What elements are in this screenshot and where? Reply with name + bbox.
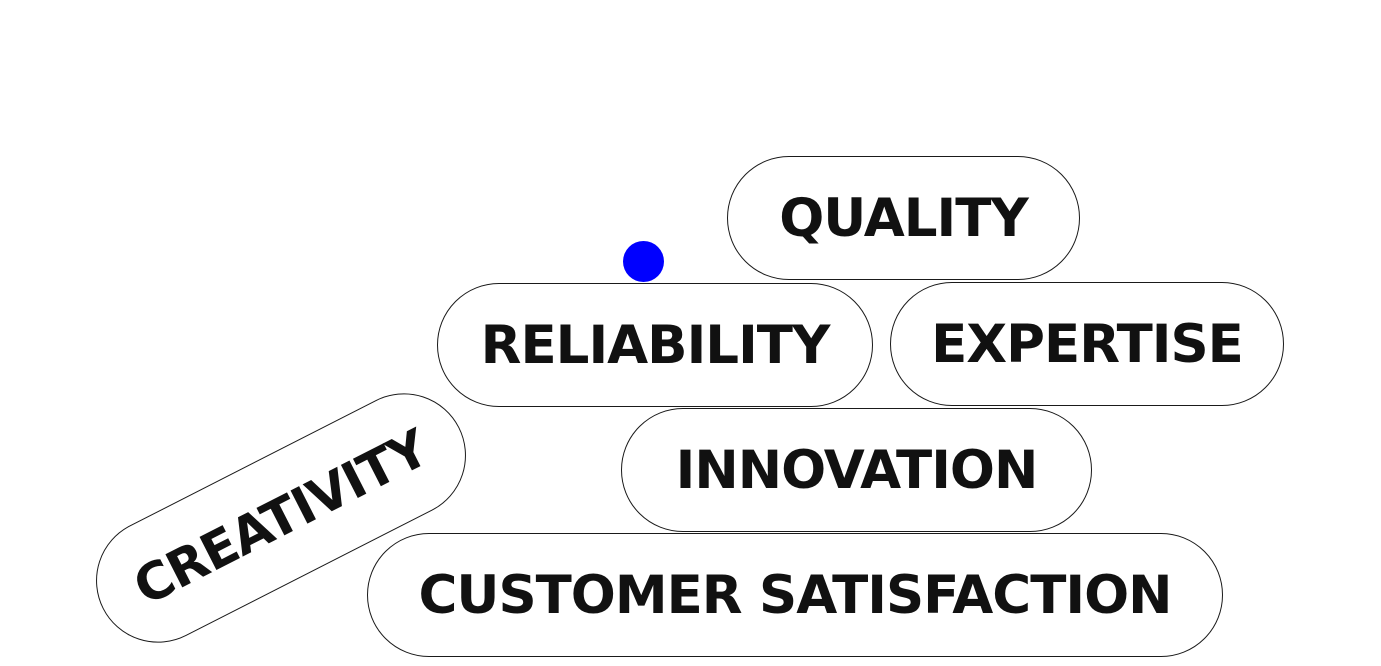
- pill-customer-satisfaction[interactable]: CUSTOMER SATISFACTION: [367, 533, 1223, 657]
- blue-pointer-dot-icon[interactable]: [623, 241, 664, 282]
- pill-quality[interactable]: QUALITY: [727, 156, 1080, 280]
- pill-quality-label: QUALITY: [779, 187, 1029, 249]
- pill-innovation-label: INNOVATION: [675, 439, 1039, 501]
- pill-expertise-label: EXPERTISE: [931, 313, 1244, 375]
- pill-innovation[interactable]: INNOVATION: [621, 408, 1092, 532]
- pill-customer-satisfaction-label: CUSTOMER SATISFACTION: [418, 564, 1173, 626]
- pill-expertise[interactable]: EXPERTISE: [890, 282, 1284, 406]
- pill-reliability[interactable]: RELIABILITY: [437, 283, 873, 407]
- pill-reliability-label: RELIABILITY: [480, 314, 831, 376]
